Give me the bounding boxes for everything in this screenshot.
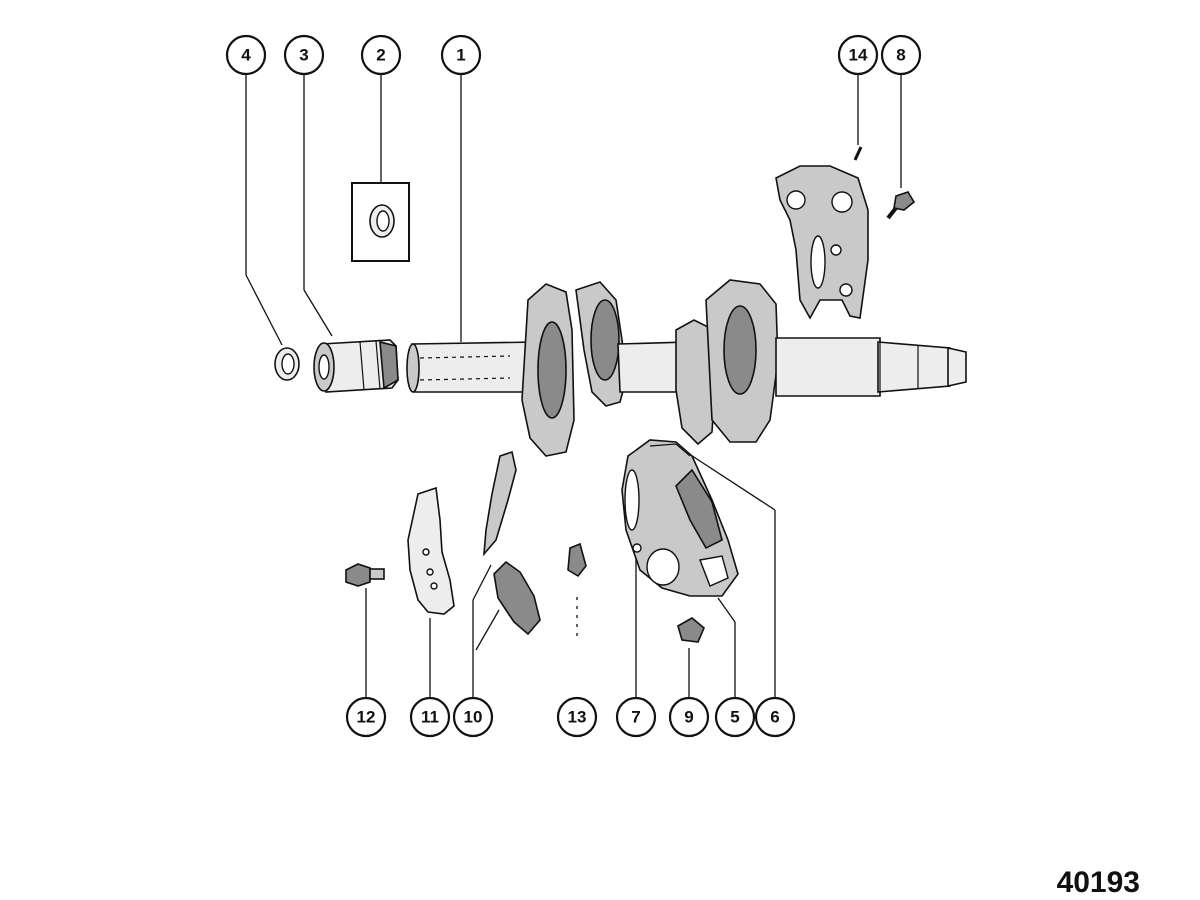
callout-11: 11 (409, 696, 451, 738)
figure-number: 40193 (1056, 866, 1140, 899)
callout-9-label: 9 (684, 708, 693, 727)
callout-6-label: 6 (770, 708, 779, 727)
callout-4-label: 4 (241, 46, 251, 65)
crankshaft-part-1 (406, 279, 967, 457)
callout-14-label: 14 (849, 46, 868, 65)
plate-part-7 (624, 469, 642, 553)
strip-part-10-upper (482, 450, 517, 557)
callout-14: 14 (837, 34, 879, 76)
screw-part-8 (886, 191, 916, 220)
callout-13-label: 13 (568, 708, 587, 727)
callout-7: 7 (615, 696, 657, 738)
bolt-part-12 (345, 563, 385, 587)
ring-box-part-2 (351, 182, 410, 262)
washer-part-4 (274, 347, 300, 381)
plate-part-11 (407, 486, 455, 615)
callout-7-label: 7 (631, 708, 640, 727)
callout-8-label: 8 (896, 46, 905, 65)
callout-2-label: 2 (376, 46, 385, 65)
leader-lines (245, 75, 902, 697)
callout-11-label: 11 (421, 708, 439, 727)
callout-5-label: 5 (730, 708, 739, 727)
pin-part-14 (853, 146, 863, 161)
callout-6: 6 (754, 696, 796, 738)
callout-8: 8 (880, 34, 922, 76)
callout-1-label: 1 (456, 46, 465, 65)
callout-1: 1 (440, 34, 482, 76)
callout-2: 2 (360, 34, 402, 76)
callout-10-label: 10 (464, 708, 483, 727)
strip-part-10-lower (493, 560, 541, 636)
callout-9: 9 (668, 696, 710, 738)
counterweight-part-5 (621, 439, 739, 597)
callout-10: 10 (452, 696, 494, 738)
edge-part-6 (649, 443, 691, 457)
key-part-13 (567, 542, 587, 578)
callout-12-label: 12 (357, 708, 376, 727)
counterweight-part-upper (775, 165, 869, 320)
callout-3: 3 (283, 34, 325, 76)
callout-13: 13 (556, 696, 598, 738)
callout-3-label: 3 (299, 46, 308, 65)
callout-12: 12 (345, 696, 387, 738)
bearing-part-3 (313, 339, 399, 393)
block-part-9 (677, 617, 705, 643)
callout-4: 4 (225, 34, 267, 76)
callout-5: 5 (714, 696, 756, 738)
